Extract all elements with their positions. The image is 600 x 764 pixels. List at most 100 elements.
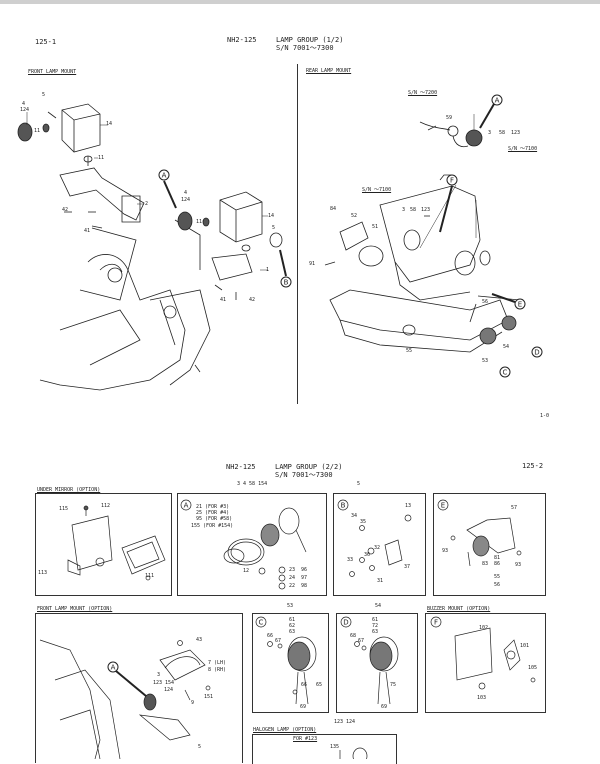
- p1-label: 41: [220, 297, 227, 303]
- p1-label: 1: [266, 267, 270, 273]
- p1-rear-label: 53: [482, 358, 489, 364]
- panel-a-label: 12: [243, 568, 250, 574]
- panel-b-label: 34: [351, 513, 358, 519]
- front-option-label: 9: [191, 700, 195, 706]
- panel-e-drawing: [437, 499, 522, 567]
- svg-text:A: A: [495, 97, 500, 105]
- panel-e-label: 56: [494, 582, 501, 588]
- front-option-label: 124: [164, 687, 174, 693]
- front-option-title: FRONT LAMP MOUNT (OPTION): [37, 606, 113, 612]
- panel-c-top: 53: [287, 603, 294, 609]
- panel-d-letter: D: [343, 619, 348, 627]
- p1-label: 5: [42, 92, 46, 98]
- rear-lamp-mount-heading: REAR LAMP MOUNT: [306, 68, 352, 74]
- panel-c-label: 63: [289, 629, 296, 635]
- front-option-label: 43: [196, 637, 203, 643]
- panel-a-label: 24: [289, 575, 296, 581]
- panel-c-label: 66: [301, 682, 308, 688]
- front-option-label: 151: [204, 694, 214, 700]
- p1-label: 11: [34, 128, 41, 134]
- front-option-label: 3: [157, 672, 161, 678]
- panel-a-letter: A: [184, 502, 189, 510]
- front-option-label: 123: [153, 680, 163, 686]
- page1-number: 125-1: [35, 38, 57, 46]
- panel-f-label: 101: [520, 643, 530, 649]
- panel-c-label: 66: [267, 633, 274, 639]
- panel-b-label: 13: [405, 503, 412, 509]
- front-option-callout-a: [107, 661, 119, 673]
- front-option-label: 5: [198, 744, 202, 750]
- front-lamp-mount-heading: FRONT LAMP MOUNT: [28, 69, 77, 75]
- callout-c: [499, 366, 511, 378]
- svg-text:A: A: [111, 664, 116, 672]
- p1-label: 4: [22, 101, 26, 107]
- p1-label: 11: [98, 155, 105, 161]
- page1-serial: S/N 7001～7300: [276, 44, 334, 52]
- panel-e: [433, 493, 546, 596]
- p1-rear-label: 91: [309, 261, 316, 267]
- p1-rear-label: 3: [402, 207, 406, 213]
- panel-d-label: 72: [372, 623, 379, 629]
- p1-label: 5: [272, 225, 276, 231]
- rear-tractor: [324, 174, 521, 353]
- um-label: 111: [145, 573, 155, 579]
- um-label: 113: [38, 570, 48, 576]
- top-border: [0, 0, 600, 4]
- panel-d: [336, 613, 418, 713]
- callout-e: [514, 298, 526, 310]
- halogen-label: 135: [330, 744, 340, 750]
- page2-top-number-5: 5: [357, 481, 361, 487]
- p1-label: 42: [249, 297, 256, 303]
- panel-a-label: 97: [301, 575, 308, 581]
- panel-e-label: 81: [494, 555, 501, 561]
- p1-label: 4: [184, 190, 188, 196]
- panel-f-letter: F: [434, 619, 438, 627]
- rear-top-lamp: [419, 121, 483, 148]
- panel-c-label: 69: [300, 704, 307, 710]
- panel-a-label: 22: [289, 583, 296, 589]
- p1-label: 2: [145, 201, 149, 207]
- svg-text:B: B: [284, 279, 289, 287]
- panel-e-label: 83: [482, 561, 489, 567]
- panel-c-letter: C: [259, 619, 264, 627]
- panel-a-line: 95 (FOR #58): [196, 516, 233, 522]
- p1-rear-label: S/N ～7100: [362, 187, 392, 193]
- p1-rear-label: 56: [482, 299, 489, 305]
- callout-a-rear: [491, 94, 503, 106]
- panel-c-drawing: [255, 616, 317, 705]
- panel-b-label: 31: [377, 578, 384, 584]
- p1-label: 14: [106, 121, 113, 127]
- section-divider: [297, 64, 298, 404]
- um-label: 112: [101, 503, 111, 509]
- p1-rear-label: 58: [410, 207, 417, 213]
- panel-c-label: 67: [275, 638, 282, 644]
- panel-f-drawing: [430, 616, 536, 690]
- front-lamp-upper: [17, 103, 145, 223]
- page2-title: LAMP GROUP (2/2): [275, 463, 343, 471]
- panel-d-label: 63: [372, 629, 379, 635]
- panel-a-label: 98: [301, 583, 308, 589]
- page2-serial: S/N 7001～7300: [275, 471, 333, 479]
- page2-number: 125-2: [522, 462, 544, 470]
- panel-c-label: 61: [289, 617, 296, 623]
- p1-rear-label: 51: [372, 224, 379, 230]
- p1-rear-label: 59: [446, 115, 453, 121]
- panel-halogen: [252, 734, 397, 764]
- svg-text:C: C: [503, 369, 508, 377]
- p1-rear-label: 123: [511, 130, 521, 136]
- panel-b-label: 33: [347, 557, 354, 563]
- panel-front-option: [35, 613, 243, 763]
- buzzer-mount-title: BUZZER MOUNT (OPTION): [427, 606, 491, 612]
- callout-a-front: [158, 169, 170, 181]
- panel-f: [425, 613, 546, 713]
- halogen-sub: FOR #123: [293, 736, 318, 742]
- panel-e-letter: E: [441, 502, 445, 510]
- svg-text:F: F: [450, 177, 454, 185]
- p1-label: 14: [268, 213, 275, 219]
- callout-d: [531, 346, 543, 358]
- front-option-label: 7 (LH): [208, 660, 227, 666]
- p1-rear-label: 52: [351, 213, 358, 219]
- panel-a-line: 21 (FOR #3): [196, 504, 230, 510]
- p1-rear-label: 84: [330, 206, 337, 212]
